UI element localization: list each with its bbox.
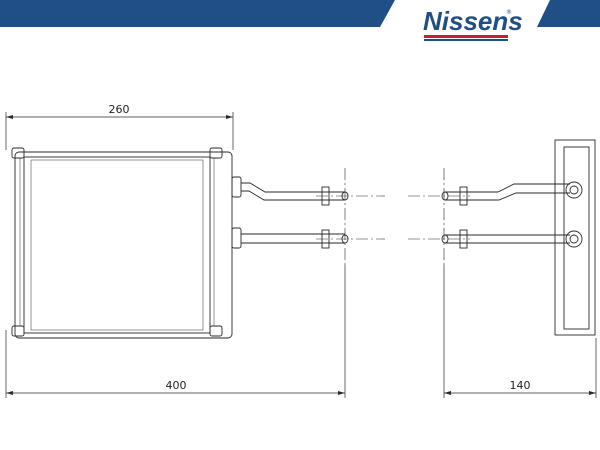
dimension-depth: 140 — [510, 379, 531, 392]
dimension-core-width: 260 — [109, 103, 130, 116]
dim-400-arrow-left — [6, 391, 13, 395]
side-upper-port-outer — [565, 181, 583, 199]
side-lower-port-outer — [565, 230, 583, 248]
lower-fitting — [231, 227, 242, 249]
centerline-dash-dot — [316, 168, 470, 265]
core-inner — [23, 156, 211, 334]
heater-core-front-view — [11, 147, 349, 339]
upper-fitting — [231, 176, 242, 198]
side-upper-pipe-top — [444, 183, 570, 193]
side-upper-pipe-bottom — [444, 192, 570, 201]
side-upper-port-inner — [569, 185, 579, 195]
upper-pipe-bottom — [241, 190, 345, 201]
left-tank-upper — [11, 147, 25, 159]
brand-stripe-red — [424, 35, 508, 38]
header-band-left — [0, 0, 395, 27]
dimension-overall-width: 400 — [166, 379, 187, 392]
side-lower-port-inner — [569, 234, 579, 244]
left-tank-lower — [11, 325, 25, 337]
brand-registered-mark: ® — [506, 9, 512, 16]
dim-400-arrow-right — [338, 391, 345, 395]
dimensions — [5, 112, 597, 398]
heater-core-side-view — [441, 139, 596, 336]
header-band-right — [537, 0, 600, 27]
brand-logo: Nissens ® — [423, 6, 523, 41]
dim-140-arrow-right — [589, 391, 596, 395]
right-tank-lower — [209, 325, 223, 337]
header — [0, 0, 600, 27]
right-tank-upper — [209, 147, 223, 159]
dim-140-arrow-left — [444, 391, 451, 395]
upper-pipe-top — [241, 182, 345, 193]
dim-260-arrow-right — [226, 115, 233, 119]
dim-260-arrow-left — [6, 115, 13, 119]
core-fin-area — [30, 159, 204, 331]
side-tank-inner — [563, 146, 590, 330]
brand-stripe-blue — [424, 39, 508, 41]
core-outer — [14, 151, 233, 339]
brand-name: Nissens — [423, 6, 523, 36]
side-tank-outer — [554, 139, 596, 336]
